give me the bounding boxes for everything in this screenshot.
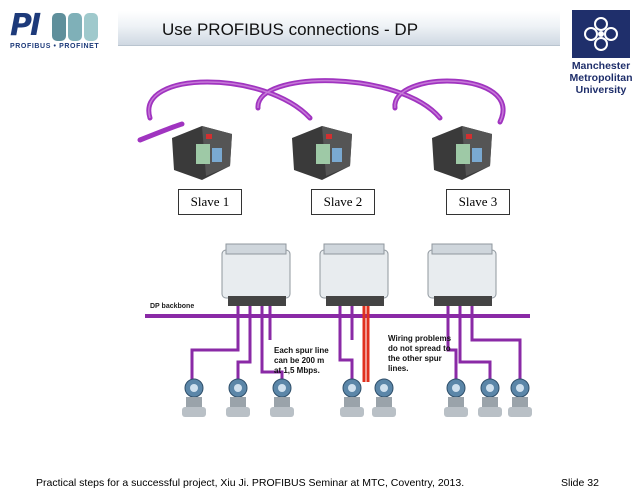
university-crest-icon bbox=[572, 10, 630, 58]
title-bar bbox=[118, 11, 560, 46]
spur-length-note: Each spur line can be 200 m at 1,5 Mbps. bbox=[274, 346, 329, 375]
field-device-4 bbox=[340, 378, 364, 417]
logo-tagline: PROFIBUS • PROFINET bbox=[10, 43, 100, 50]
slide-number: Slide 32 bbox=[561, 477, 599, 489]
spur-lines-1 bbox=[190, 306, 284, 382]
slave-1-label: Slave 1 bbox=[178, 189, 242, 215]
connector-2 bbox=[292, 126, 352, 180]
junction-box-2 bbox=[319, 243, 389, 306]
wiring-problems-note: Wiring problems do not spread to the oth… bbox=[388, 334, 452, 373]
slave-2-label: Slave 2 bbox=[311, 189, 375, 215]
field-device-1 bbox=[182, 378, 206, 417]
spur-lines-2 bbox=[338, 306, 354, 382]
slide-title: Use PROFIBUS connections - DP bbox=[162, 20, 419, 39]
field-device-8 bbox=[508, 378, 532, 417]
field-device-7 bbox=[478, 378, 502, 417]
connector-3 bbox=[432, 126, 492, 180]
field-device-3 bbox=[270, 378, 294, 417]
university-name: Manchester Metropolitan University bbox=[569, 60, 633, 96]
junction-box-1 bbox=[221, 243, 291, 306]
spur-line-faulty bbox=[362, 306, 370, 382]
dp-backbone-label: DP backbone bbox=[150, 303, 195, 310]
cable-end-1 bbox=[137, 121, 185, 143]
diagram-graphics bbox=[137, 78, 532, 417]
footer-citation: Practical steps for a successful project… bbox=[36, 477, 465, 489]
junction-box-3 bbox=[427, 243, 497, 306]
connector-1 bbox=[172, 126, 232, 180]
logo-letters: PI bbox=[10, 8, 41, 43]
spur-lines-3 bbox=[446, 306, 522, 382]
profibus-logo bbox=[8, 10, 106, 52]
slave-3-label: Slave 3 bbox=[446, 189, 510, 215]
field-device-2 bbox=[226, 378, 250, 417]
field-device-5 bbox=[372, 378, 396, 417]
field-device-6 bbox=[444, 378, 468, 417]
